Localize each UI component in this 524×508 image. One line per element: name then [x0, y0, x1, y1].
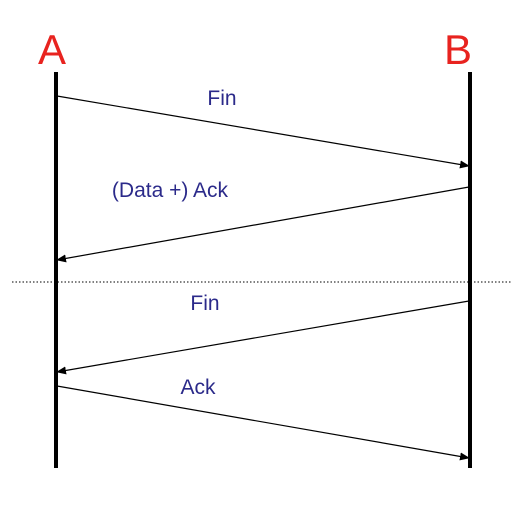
message-arrow-fin-b-to-a — [56, 300, 470, 375]
message-label-ack: Ack — [180, 376, 216, 399]
message-label-fin-2: Fin — [190, 292, 219, 315]
node-a-label: A — [38, 26, 66, 73]
message-label-fin-1: Fin — [207, 87, 236, 110]
message-arrow-fin-a-to-b — [56, 95, 470, 169]
node-b-label: B — [444, 26, 472, 73]
message-arrow-ack-a-to-b — [56, 385, 470, 461]
message-arrow-data-ack-b-to-a — [56, 186, 470, 263]
message-label-data-ack: (Data +) Ack — [112, 179, 229, 202]
